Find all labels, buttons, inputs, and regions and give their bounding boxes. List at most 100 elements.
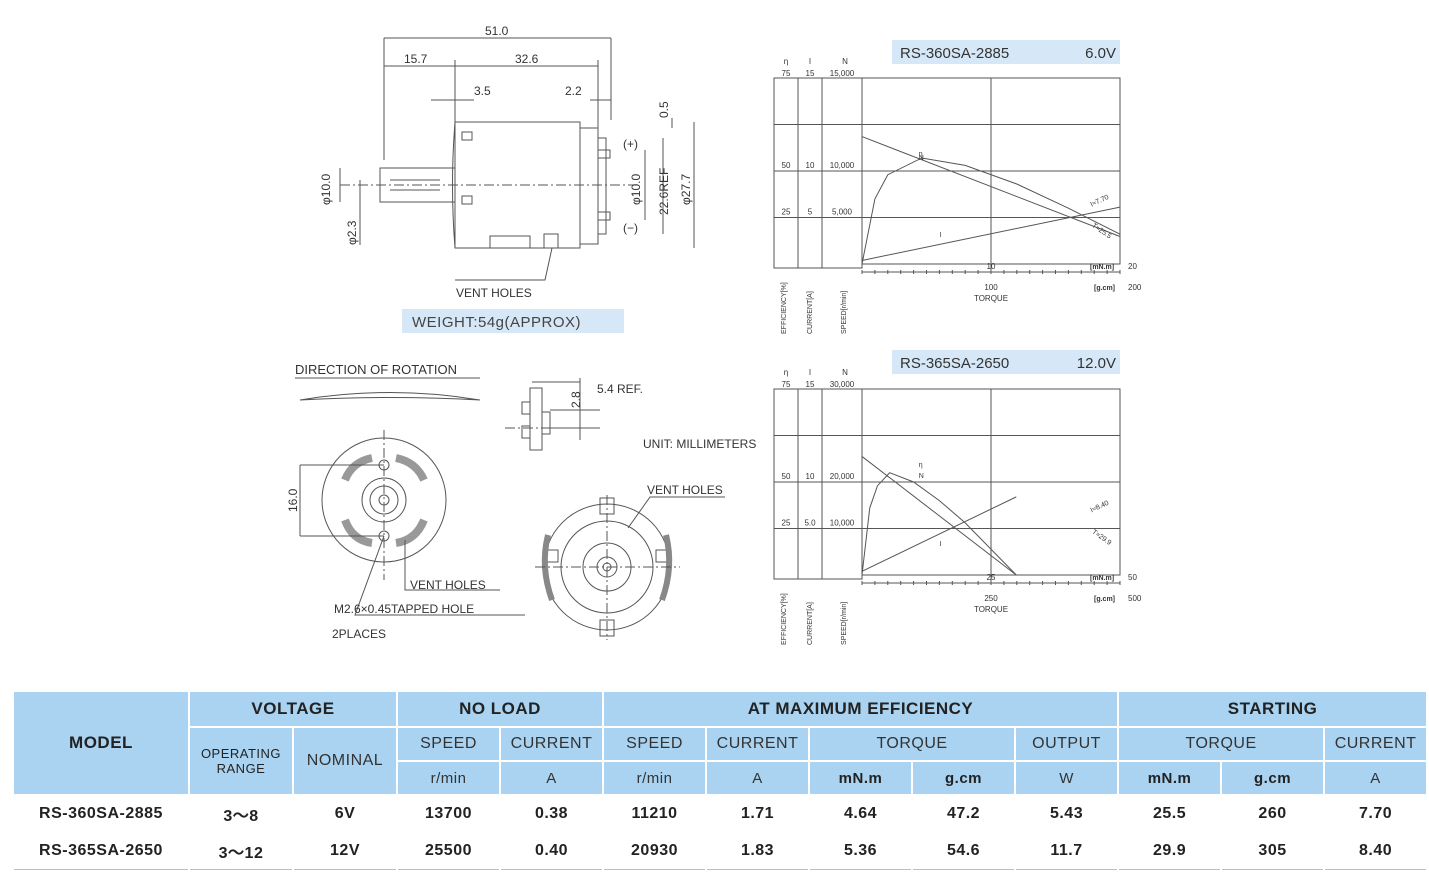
dim-phi-2-3: φ2.3	[345, 220, 359, 245]
dim-32-6: 32.6	[515, 52, 539, 66]
cell-st-torque-gcm: 305	[1220, 831, 1326, 870]
dim-3-5: 3.5	[474, 84, 491, 98]
torque-gcm-tick: 200	[1128, 283, 1142, 292]
curve-label-n: N	[919, 155, 924, 162]
series-current-line	[861, 206, 1121, 261]
cell-nl-current: 0.40	[498, 831, 605, 870]
eff-tick-label: 75	[782, 69, 791, 78]
axis-frame-current	[797, 77, 823, 269]
cell-me-current: 1.83	[705, 831, 811, 870]
axis-head: N	[842, 57, 848, 66]
header-me-speed: SPEED	[602, 726, 708, 762]
cell-model: RS-360SA-2885	[12, 794, 190, 833]
torque-gcm-tick: 100	[984, 283, 998, 292]
header-nominal: NOMINAL	[292, 726, 398, 796]
dim-22-6-ref: 22.6REF	[657, 168, 671, 215]
header-me-torque: TORQUE	[808, 726, 1017, 762]
y-axis-label: EFFICIENCY[%]	[781, 282, 788, 334]
two-places-label: 2PLACES	[332, 627, 386, 641]
y-axis-label: EFFICIENCY[%]	[781, 593, 788, 645]
axis-frame-speed	[821, 77, 863, 269]
weight-label-bg	[402, 309, 624, 333]
torque-mnm-tick: 10	[987, 262, 996, 271]
chart-voltage: 6.0V	[1085, 45, 1116, 62]
y-axis-label: SPEED[r/min]	[841, 602, 848, 645]
eff-tick-label: 25	[782, 519, 791, 528]
current-tick-label: 5	[808, 208, 813, 217]
speed-tick-label: 15,000	[830, 69, 855, 78]
unit-mnm: [mN.m]	[1090, 264, 1114, 271]
header-nl-current: CURRENT	[498, 726, 605, 762]
eff-tick-label: 75	[782, 380, 791, 389]
speed-tick-label: 20,000	[830, 472, 855, 481]
terminal-plus: (+)	[623, 137, 638, 151]
cell-st-torque-mnm: 29.9	[1117, 831, 1223, 870]
tapped-hole-label: M2.6×0.45TAPPED HOLE	[334, 602, 474, 616]
unit-nl-speed: r/min	[396, 760, 501, 796]
series-efficiency-line	[861, 157, 1121, 265]
current-tick-label: 15	[806, 380, 815, 389]
dim-15-7: 15.7	[404, 52, 428, 66]
current-tick-label: 10	[806, 161, 815, 170]
unit-me-speed: r/min	[602, 760, 708, 796]
cell-me-current: 1.71	[705, 794, 811, 833]
unit-st-current: A	[1323, 760, 1429, 796]
motor-side-view	[339, 37, 695, 281]
curve-label-end-i: I≈7.70	[1090, 194, 1111, 209]
header-starting: STARTING	[1117, 690, 1429, 728]
cell-me-output: 5.43	[1014, 794, 1120, 833]
cell-st-torque-gcm: 260	[1220, 794, 1326, 833]
dim-16: 16.0	[286, 488, 300, 512]
y-axis-label: SPEED[r/min]	[841, 291, 848, 334]
table-row: RS-360SA-2885 3～8 6V 13700 0.38 11210 1.…	[12, 794, 1429, 833]
dim-phi-27-7: φ27.7	[679, 174, 693, 205]
weight-label: WEIGHT:54g(APPROX)	[412, 314, 581, 331]
series-speed-line	[861, 136, 1121, 237]
cell-model: RS-365SA-2650	[12, 831, 190, 870]
curve-label-end-t: T≈29.9	[1090, 529, 1112, 547]
vent-holes-label-3: VENT HOLES	[647, 483, 723, 497]
cell-range: 3～8	[188, 794, 294, 833]
cell-me-speed: 11210	[602, 794, 708, 833]
chart-title-bg	[892, 40, 1120, 64]
cell-nl-speed: 25500	[396, 831, 501, 870]
unit-nl-current: A	[498, 760, 605, 796]
cell-me-speed: 20930	[602, 831, 708, 870]
cell-st-torque-mnm: 25.5	[1117, 794, 1223, 833]
header-voltage: VOLTAGE	[188, 690, 398, 728]
header-no-load: NO LOAD	[395, 690, 605, 728]
cell-me-torque-mnm: 5.36	[808, 831, 914, 870]
unit-me-current: A	[705, 760, 811, 796]
cell-me-output: 11.7	[1014, 831, 1120, 870]
unit-st-torque-mnm: mN.m	[1117, 760, 1223, 796]
x-axis-label: TORQUE	[974, 294, 1008, 303]
terminal-detail	[505, 378, 600, 451]
curve-label-i: I	[939, 541, 941, 548]
axis-frame-current	[797, 388, 823, 580]
current-tick-label: 15	[806, 69, 815, 78]
header-me-output: OUTPUT	[1014, 726, 1120, 762]
motor-rear-view	[535, 495, 725, 640]
curve-label-end-i: I≈8.40	[1090, 500, 1111, 515]
cell-nominal: 12V	[292, 831, 398, 870]
dim-5-4-ref: 5.4 REF.	[597, 382, 643, 396]
cell-st-current: 7.70	[1323, 794, 1429, 833]
current-tick-label: 5.0	[804, 519, 816, 528]
header-me-current: CURRENT	[705, 726, 811, 762]
chart-title: RS-365SA-2650	[900, 355, 1009, 372]
axis-head: I	[809, 57, 811, 66]
speed-tick-label: 10,000	[830, 519, 855, 528]
unit-st-torque-gcm: g.cm	[1220, 760, 1326, 796]
axis-head: η	[784, 57, 788, 66]
series-current-line	[861, 496, 1017, 572]
unit-gcm: [g.cm]	[1094, 285, 1115, 292]
dim-2-8: 2.8	[569, 391, 583, 408]
unit-me-output: W	[1014, 760, 1120, 796]
curve-label-eta: η	[919, 151, 923, 158]
dim-phi-10: φ10.0	[319, 174, 333, 205]
motor-side-dimensions: 51.0 15.7 32.6 3.5 2.2 0.5 φ10.0 φ2.3 φ1…	[319, 24, 693, 300]
header-max-efficiency: AT MAXIMUM EFFICIENCY	[602, 690, 1120, 728]
dim-2-2: 2.2	[565, 84, 582, 98]
